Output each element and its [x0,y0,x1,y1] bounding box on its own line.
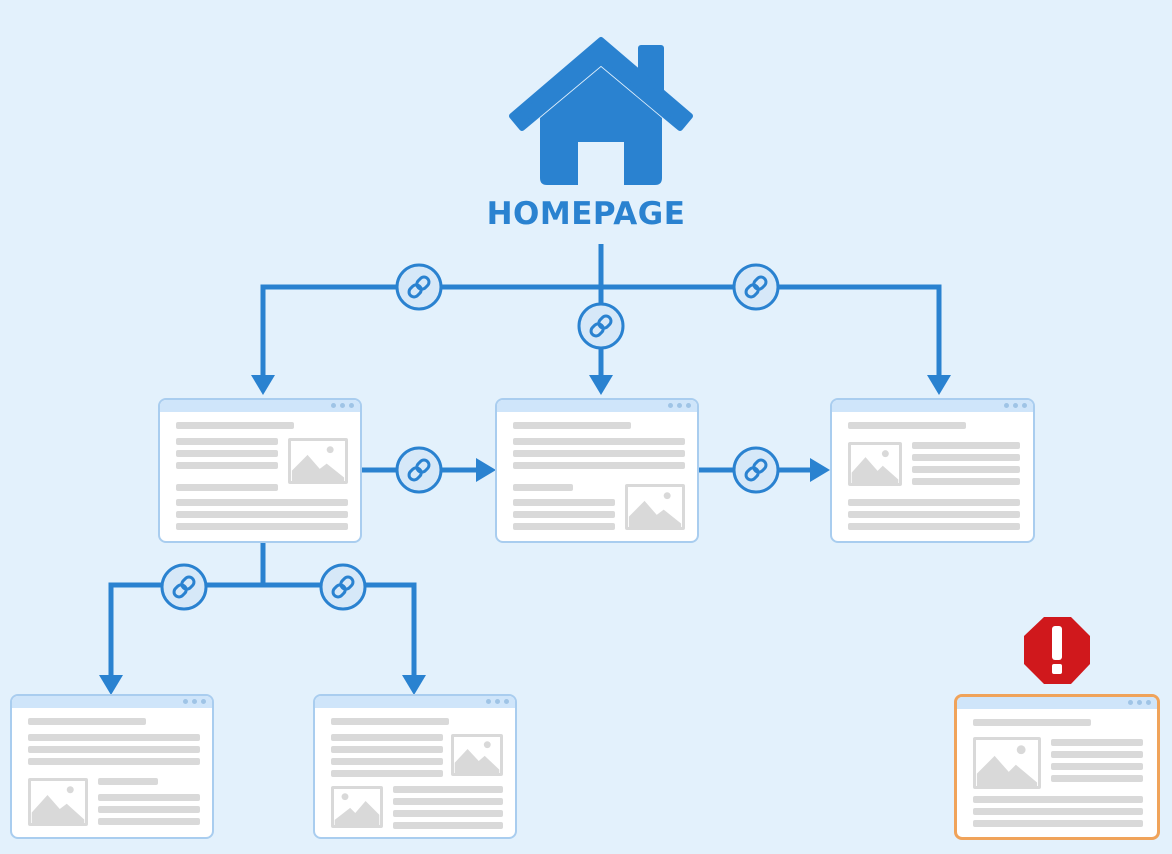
web-page-node [313,694,517,839]
warning-octagon-icon [1024,617,1090,684]
window-titlebar [315,696,515,708]
image-placeholder-icon [331,786,383,828]
orphan-page-node [954,694,1160,840]
image-placeholder-icon [973,737,1041,789]
arrow-right-icon [810,458,830,482]
house-icon [509,37,693,185]
arrow-down-icon [589,375,613,395]
link-icon [395,446,443,494]
window-titlebar [957,697,1157,709]
window-titlebar [12,696,212,708]
link-icon [732,446,780,494]
link-icon [160,563,208,611]
homepage-label: HOMEPAGE [486,196,686,232]
web-page-node [10,694,214,839]
link-icon [395,263,443,311]
arrow-down-icon [251,375,275,395]
web-page-node [495,398,699,543]
web-page-node [830,398,1035,543]
image-placeholder-icon [451,734,503,776]
link-icon [319,563,367,611]
image-placeholder-icon [625,484,685,530]
arrow-right-icon [476,458,496,482]
arrow-down-icon [927,375,951,395]
link-icon [732,263,780,311]
image-placeholder-icon [848,442,902,486]
web-page-node [158,398,362,543]
arrow-down-icon [99,675,123,695]
arrowheads [99,375,951,695]
window-titlebar [497,400,697,412]
window-titlebar [832,400,1033,412]
connector-lines [108,244,942,678]
arrow-down-icon [402,675,426,695]
image-placeholder-icon [28,778,88,826]
image-placeholder-icon [288,438,348,484]
window-titlebar [160,400,360,412]
link-icon [577,302,625,350]
